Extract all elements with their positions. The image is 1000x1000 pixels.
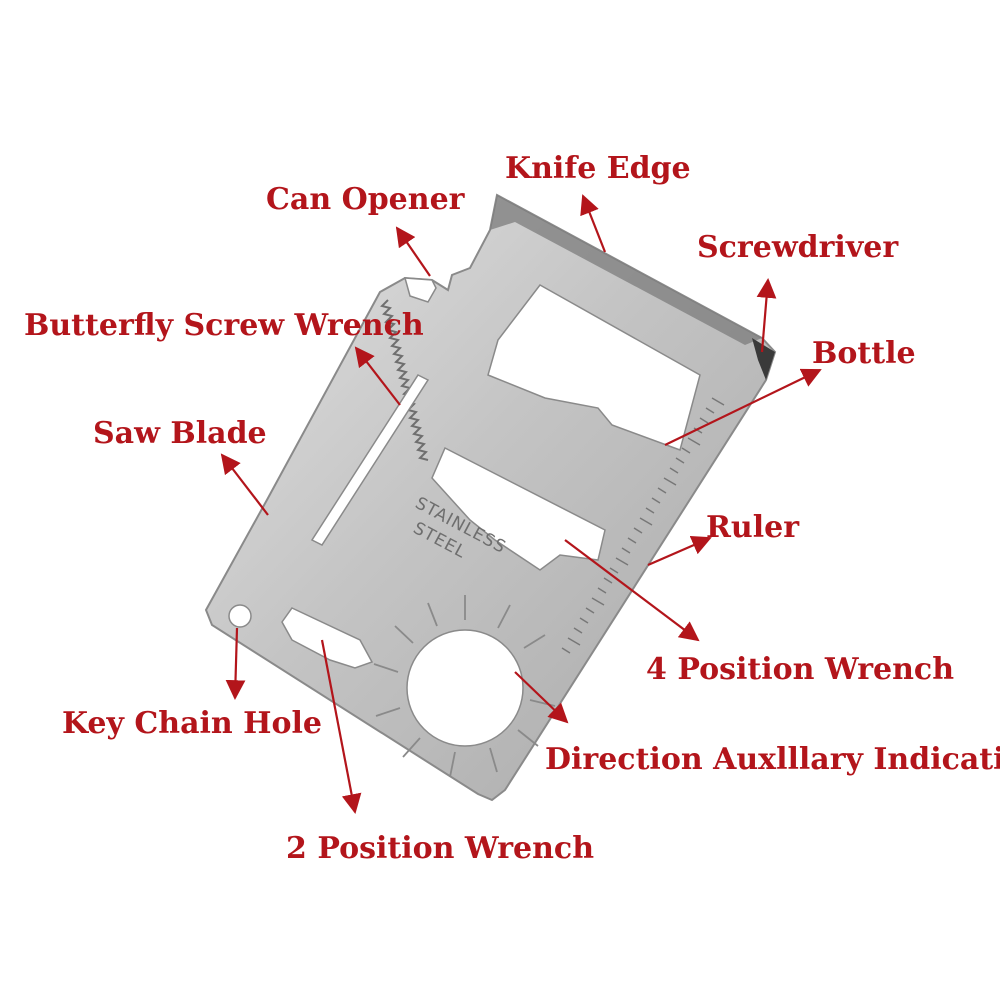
arrow-key-chain-hole	[225, 627, 246, 700]
steel-card: STAINLESS STEEL	[204, 193, 777, 802]
arrow-butterfly-screw-wrench	[354, 346, 401, 406]
arrow-bottle	[664, 368, 822, 446]
label-screwdriver: Screwdriver	[697, 230, 899, 265]
arrow-screwdriver	[756, 278, 777, 353]
arrow-can-opener	[395, 226, 431, 277]
butterfly-wrench-notch	[403, 277, 437, 303]
arrow-saw-blade	[220, 453, 269, 516]
callout-arrows	[220, 194, 822, 814]
label-can-opener: Can Opener	[266, 182, 466, 217]
knife-edge-bevel	[490, 195, 762, 345]
label-ruler: Ruler	[706, 510, 800, 545]
arrow-ruler	[647, 536, 712, 567]
label-knife-edge: Knife Edge	[505, 151, 691, 186]
label-saw-blade: Saw Blade	[93, 416, 267, 451]
two-position-wrench-window	[281, 607, 374, 669]
bottle-opener-window	[487, 284, 701, 451]
label-key-chain-hole: Key Chain Hole	[62, 706, 322, 741]
key-chain-hole	[228, 604, 252, 628]
saw-teeth	[380, 299, 429, 461]
long-slot	[310, 374, 430, 546]
direction-hole	[406, 629, 524, 747]
label-direction-indication: Direction Auxlllary Indication	[545, 742, 1000, 777]
arrow-2-position-wrench	[320, 639, 362, 814]
ruler-ticks	[561, 397, 725, 654]
callout-labels: Knife Edge Can Opener Screwdriver Butter…	[24, 151, 1000, 866]
arrow-knife-edge	[580, 194, 607, 253]
screwdriver-tip	[752, 338, 775, 380]
label-2-position-wrench: 2 Position Wrench	[286, 831, 594, 866]
arrow-direction-indication	[514, 671, 569, 724]
direction-ticks	[373, 595, 556, 778]
label-4-position-wrench: 4 Position Wrench	[646, 652, 954, 687]
four-position-wrench-window	[431, 446, 606, 571]
arrow-4-position-wrench	[564, 539, 700, 642]
label-butterfly-screw-wrench: Butterfly Screw Wrench	[24, 308, 424, 343]
label-bottle: Bottle	[812, 336, 916, 371]
